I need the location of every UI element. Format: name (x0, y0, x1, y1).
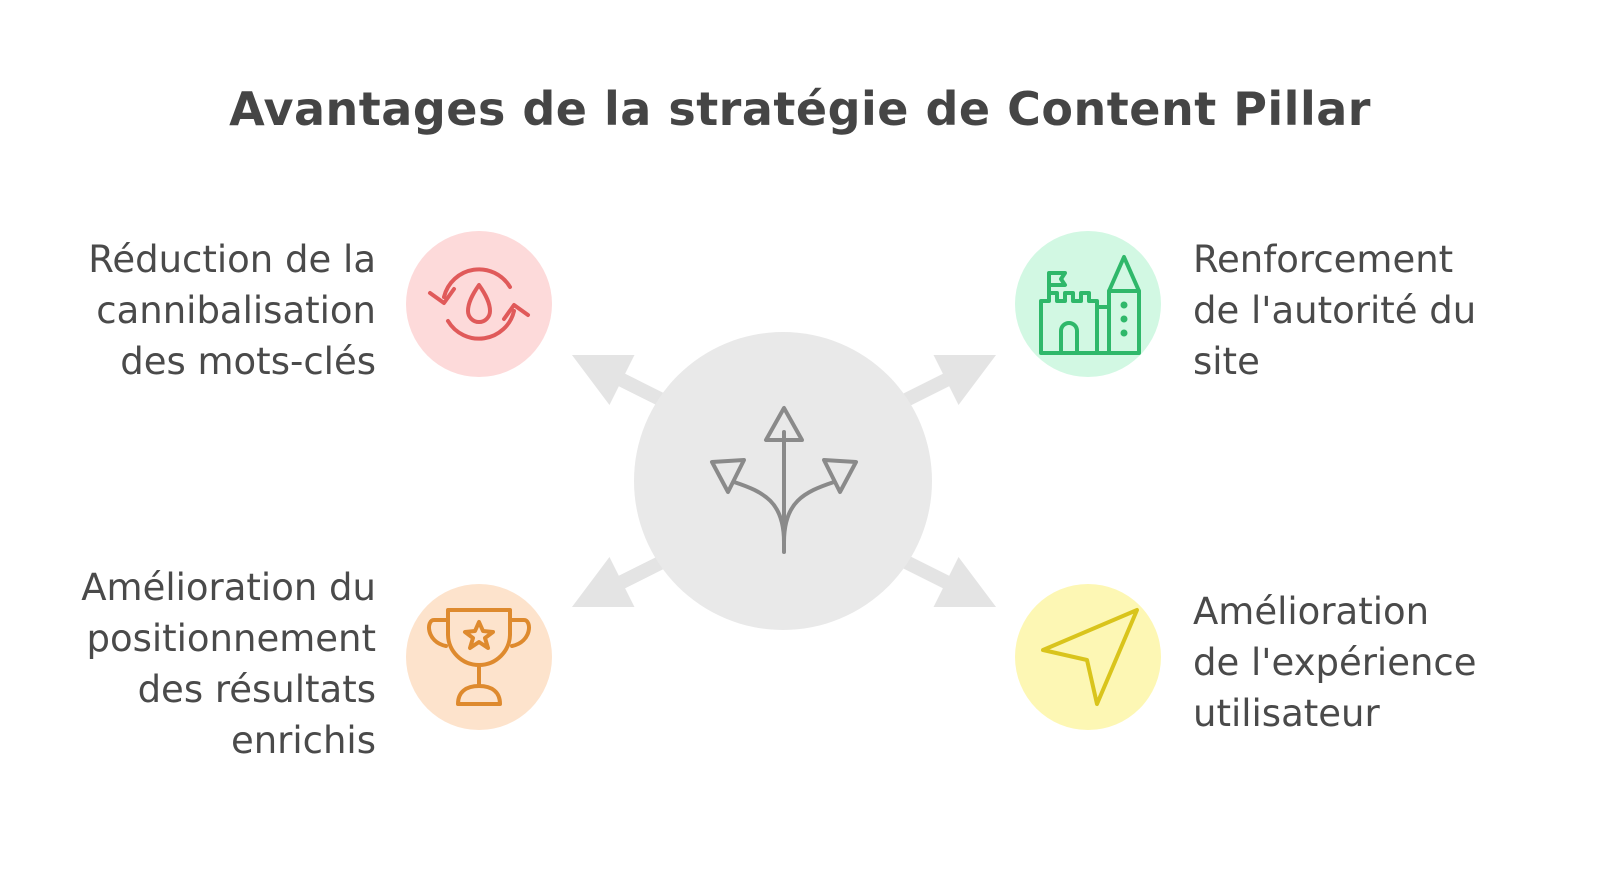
navigation-arrow-icon (1041, 608, 1139, 706)
trophy-icon (427, 608, 531, 706)
arrow-bottom-right (902, 555, 997, 608)
benefit-label-rich-results: Amélioration du positionnement des résul… (81, 566, 376, 762)
benefit-icon-circle-user-experience (1015, 584, 1161, 730)
benefit-icon-circle-site-authority (1015, 231, 1161, 377)
diverging-arrows-icon (710, 406, 858, 554)
benefit-icon-circle-keyword-cannibalization (406, 231, 552, 377)
arrow-bottom-left (571, 555, 666, 608)
arrow-top-left (571, 354, 666, 407)
page-title: Avantages de la stratégie de Content Pil… (229, 82, 1371, 136)
castle-icon (1039, 255, 1141, 355)
benefit-icon-circle-rich-results (406, 584, 552, 730)
benefit-label-site-authority: Renforcement de l'autorité du site (1193, 238, 1477, 383)
benefit-label-keyword-cannibalization: Réduction de la cannibalisation des mots… (88, 238, 376, 383)
center-hub (634, 332, 932, 630)
cycle-drop-icon (428, 267, 530, 341)
benefit-label-user-experience: Amélioration de l'expérience utilisateur (1193, 590, 1477, 735)
arrow-top-right (902, 354, 997, 407)
